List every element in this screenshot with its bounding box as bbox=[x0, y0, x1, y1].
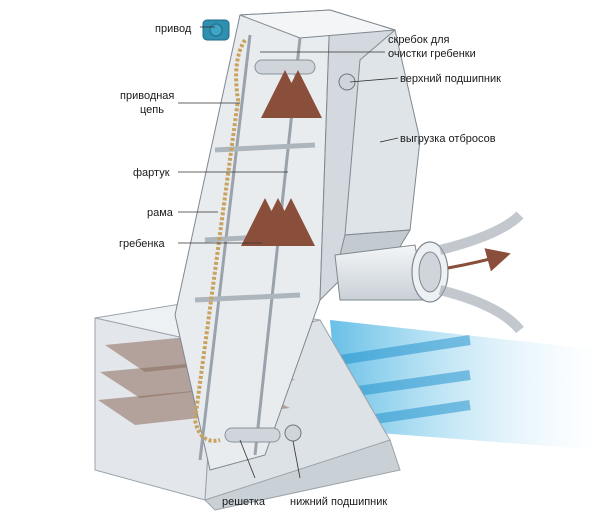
label-scraper-2: очистки гребенки bbox=[388, 48, 476, 60]
label-drive-chain-1: приводная bbox=[120, 90, 174, 102]
outlet-pipe bbox=[334, 211, 524, 334]
water-flow bbox=[329, 320, 600, 450]
label-lower-bearing: нижний подшипник bbox=[290, 496, 387, 508]
label-screen: решетка bbox=[222, 496, 266, 508]
lift-arrows bbox=[241, 70, 322, 246]
label-scraper-1: скребок для bbox=[388, 34, 450, 46]
label-apron: фартук bbox=[133, 167, 170, 179]
label-rake: гребенка bbox=[119, 238, 166, 250]
drive-motor bbox=[202, 19, 230, 41]
label-discharge: выгрузка отбросов bbox=[400, 133, 496, 145]
label-frame: рама bbox=[147, 207, 174, 219]
label-drive: привод bbox=[155, 23, 192, 35]
label-drive-chain-2: цепь bbox=[140, 104, 164, 116]
leader-lines bbox=[178, 26, 399, 479]
label-upper-bearing: верхний подшипник bbox=[400, 73, 501, 85]
